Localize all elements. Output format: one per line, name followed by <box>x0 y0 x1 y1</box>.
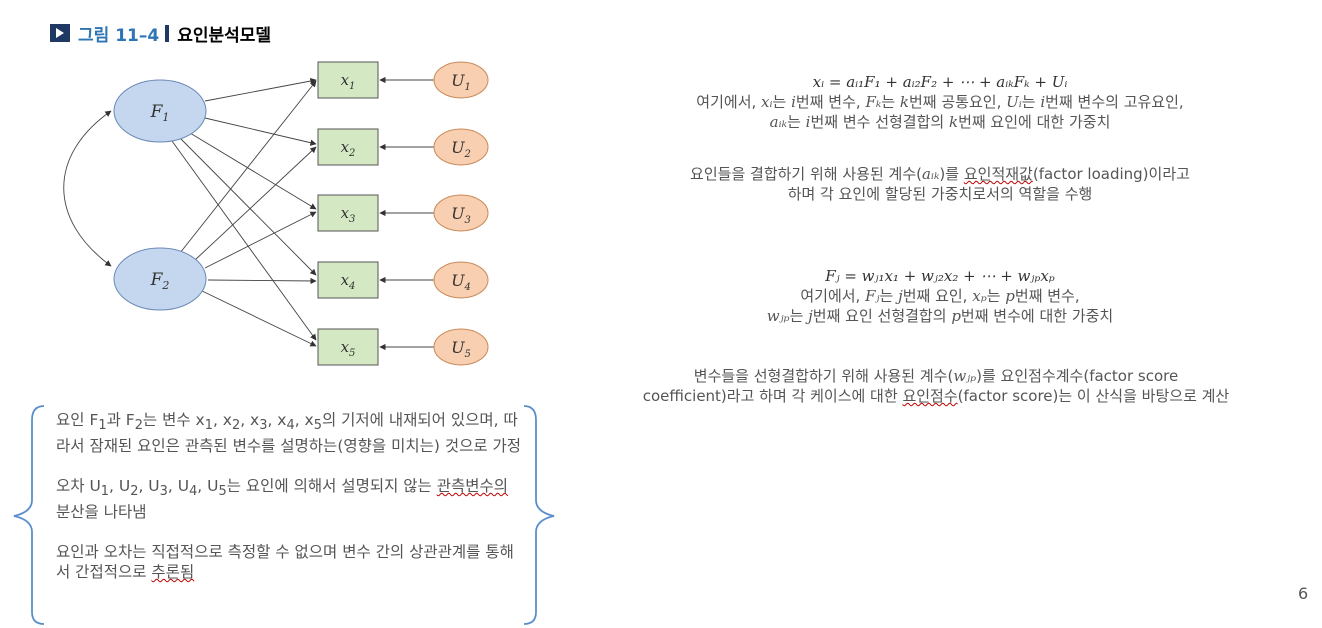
formula-block-2: Fⱼ = wⱼ₁x₁ + wⱼ₂x₂ + ⋯ + wⱼₚxₚ 여기에서, Fⱼ는… <box>580 266 1300 326</box>
svg-text:F1: F1 <box>150 102 170 124</box>
page-number: 6 <box>1298 584 1309 603</box>
unique-node-u3: U3 <box>433 194 489 232</box>
variable-node-x2: x2 <box>317 128 379 166</box>
path-f2-x5 <box>199 289 317 347</box>
variable-node-x4: x4 <box>317 261 379 299</box>
unique-node-u5: U5 <box>433 328 489 366</box>
path-f2-x1 <box>179 80 317 254</box>
figure-number: 그림 11–4 <box>78 25 160 46</box>
factor-score-line-1: 변수들을 선형결합하기 위해 사용된 계수(wⱼₚ)를 요인점수계수(facto… <box>693 367 1179 385</box>
factor-node-f2: F2 <box>113 247 207 311</box>
model-notes: 요인 F1과 F2는 변수 x1, x2, x3, x4, x5의 기저에 내재… <box>56 410 526 602</box>
note-latent-factors: 요인 F1과 F2는 변수 x1, x2, x3, x4, x5의 기저에 내재… <box>56 411 522 456</box>
factor-loading-description: 요인들을 결합하기 위해 사용된 계수(aᵢₖ)를 요인적재값(factor l… <box>580 164 1300 204</box>
factor-correlation-curve <box>63 110 112 267</box>
factor-score-description: 변수들을 선형결합하기 위해 사용된 계수(wⱼₚ)를 요인점수계수(facto… <box>560 366 1312 406</box>
svg-text:U3: U3 <box>451 204 471 226</box>
factor-model-diagram: F1 F2 x1 x2 x3 x4 x5 U1 U2 U3 U4 <box>63 61 489 366</box>
variable-node-x3: x3 <box>317 194 379 232</box>
path-f1-x5 <box>171 140 317 341</box>
formula-2-line-2: wⱼₚ는 j번째 요인 선형결합의 p번째 변수에 대한 가중치 <box>766 307 1114 325</box>
formula-block-1: xᵢ = aᵢ₁F₁ + aᵢ₂F₂ + ⋯ + aᵢₖFₖ + Uᵢ 여기에서… <box>580 72 1300 132</box>
path-f2-x3 <box>204 211 317 269</box>
factor-loading-line-1: 요인들을 결합하기 위해 사용된 계수(aᵢₖ)를 요인적재값(factor l… <box>690 165 1190 183</box>
svg-text:F2: F2 <box>150 270 170 292</box>
formula-1-line-1: 여기에서, xᵢ는 i번째 변수, Fₖ는 k번째 공통요인, Uᵢ는 i번째 … <box>696 93 1184 111</box>
play-marker-icon <box>50 24 70 42</box>
svg-text:x5: x5 <box>341 338 356 359</box>
figure-title: 그림 11–4 요인분석모델 <box>50 20 271 46</box>
svg-text:x1: x1 <box>341 71 356 92</box>
svg-text:U1: U1 <box>451 71 471 93</box>
path-f1-x1 <box>204 77 317 102</box>
note-indirect-inference: 요인과 오차는 직접적으로 측정할 수 없으며 변수 간의 상관관계를 통해서 … <box>56 543 514 582</box>
factor-loading-line-2: 하며 각 요인에 할당된 가중치로서의 역할을 수행 <box>787 185 1093 203</box>
left-brace <box>13 405 45 625</box>
path-f1-x3 <box>189 132 317 210</box>
path-f1-x2 <box>204 117 317 146</box>
path-f2-x2 <box>194 146 317 261</box>
svg-text:x2: x2 <box>341 138 356 159</box>
unique-node-u1: U1 <box>433 61 489 99</box>
formula-2-equation: Fⱼ = wⱼ₁x₁ + wⱼ₂x₂ + ⋯ + wⱼₚxₚ <box>825 267 1055 285</box>
unique-node-u4: U4 <box>433 261 489 299</box>
figure-name: 요인분석모델 <box>177 25 272 46</box>
variable-node-x1: x1 <box>317 61 379 99</box>
svg-text:U2: U2 <box>451 138 471 160</box>
factor-node-f1: F1 <box>113 79 207 143</box>
right-brace <box>523 405 555 625</box>
title-separator-bar <box>165 24 170 42</box>
path-f2-x4 <box>207 277 317 285</box>
formula-2-line-1: 여기에서, Fⱼ는 j번째 요인, xₚ는 p번째 변수, <box>800 287 1080 305</box>
svg-text:x3: x3 <box>341 204 356 225</box>
variable-node-x5: x5 <box>317 328 379 366</box>
formula-1-equation: xᵢ = aᵢ₁F₁ + aᵢ₂F₂ + ⋯ + aᵢₖFₖ + Uᵢ <box>812 73 1068 91</box>
note-unique-errors: 오차 U1, U2, U3, U4, U5는 요인에 의해서 설명되지 않는 관… <box>56 477 509 522</box>
unique-node-u2: U2 <box>433 128 489 166</box>
notes-brace <box>13 405 555 625</box>
svg-text:U5: U5 <box>451 338 471 360</box>
factor-score-line-2: coefficient)라고 하며 각 케이스에 대한 요인점수(factor … <box>642 387 1230 405</box>
formula-1-line-2: aᵢₖ는 i번째 변수 선형결합의 k번째 요인에 대한 가중치 <box>769 113 1111 131</box>
svg-text:x4: x4 <box>341 271 356 292</box>
svg-text:U4: U4 <box>451 271 471 293</box>
path-f1-x4 <box>179 137 317 276</box>
